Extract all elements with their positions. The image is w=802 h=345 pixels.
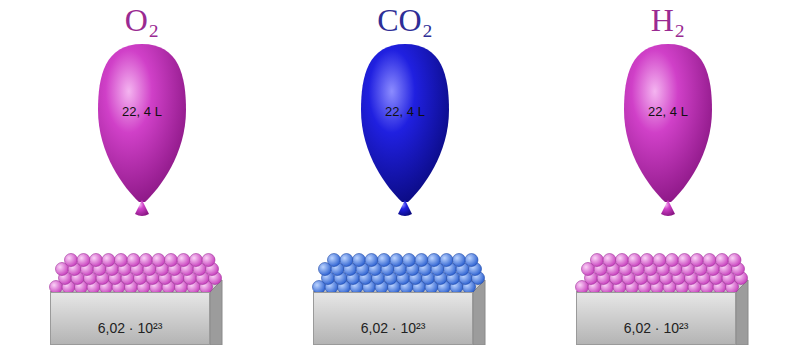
particle-count: 6,02 · 10²³ — [361, 320, 426, 336]
molecule-ball — [65, 254, 78, 267]
balloon-knot — [661, 200, 675, 216]
molecule-ball — [115, 254, 128, 267]
molecule-ball — [90, 254, 103, 267]
molecule-ball — [716, 254, 729, 267]
molecule-ball — [127, 254, 140, 267]
molecule-ball — [177, 254, 190, 267]
gas-balloon: H₂ 22, 4 L — [620, 0, 716, 225]
molecule-ball — [440, 254, 453, 267]
balloon-knot — [398, 200, 412, 216]
molecule-ball — [390, 254, 403, 267]
molecule-ball — [165, 254, 178, 267]
gas-balloon: O₂ 22, 4 L — [94, 0, 190, 225]
molecule-ball — [666, 254, 679, 267]
molecule-ball — [190, 254, 203, 267]
molecule-ball — [616, 254, 629, 267]
molecule-ball — [428, 254, 441, 267]
molecule-ball — [465, 254, 478, 267]
molecule-ball — [378, 254, 391, 267]
molecule-ball — [77, 254, 90, 267]
gas-balloon: CO₂ 22, 4 L — [357, 0, 453, 225]
particle-box: 6,02 · 10²³ — [50, 292, 210, 345]
molecule-ball — [365, 254, 378, 267]
molecule-ball — [102, 254, 115, 267]
gas-formula: CO₂ — [357, 0, 453, 40]
molecule-ball — [152, 254, 165, 267]
molecule-ball — [653, 254, 666, 267]
particle-box: 6,02 · 10²³ — [313, 292, 473, 345]
particle-count: 6,02 · 10²³ — [98, 320, 163, 336]
molecule-ball — [703, 254, 716, 267]
molecule-ball — [403, 254, 416, 267]
balloon-body — [624, 44, 712, 202]
molecule-ball — [453, 254, 466, 267]
volume-label: 22, 4 L — [620, 104, 716, 119]
balloon-shape — [620, 42, 716, 225]
balloon-body — [98, 44, 186, 202]
molecule-ball — [340, 254, 353, 267]
gas-formula: O₂ — [94, 0, 190, 40]
molecule-ball — [140, 254, 153, 267]
volume-label: 22, 4 L — [357, 104, 453, 119]
molecule-ball — [202, 254, 215, 267]
volume-label: 22, 4 L — [94, 104, 190, 119]
molecule-ball — [328, 254, 341, 267]
molecule-ball — [641, 254, 654, 267]
molecule-ball — [415, 254, 428, 267]
molecule-ball — [678, 254, 691, 267]
particle-box: 6,02 · 10²³ — [576, 292, 736, 345]
gas-formula: H₂ — [620, 0, 716, 40]
molecule-ball — [603, 254, 616, 267]
molecule-ball — [591, 254, 604, 267]
molecule-ball — [691, 254, 704, 267]
balloon-knot — [135, 200, 149, 216]
molecule-ball — [728, 254, 741, 267]
molecule-ball — [628, 254, 641, 267]
balloon-shape — [357, 42, 453, 225]
balloon-body — [361, 44, 449, 202]
molecule-ball — [353, 254, 366, 267]
particle-count: 6,02 · 10²³ — [624, 320, 689, 336]
balloon-shape — [94, 42, 190, 225]
